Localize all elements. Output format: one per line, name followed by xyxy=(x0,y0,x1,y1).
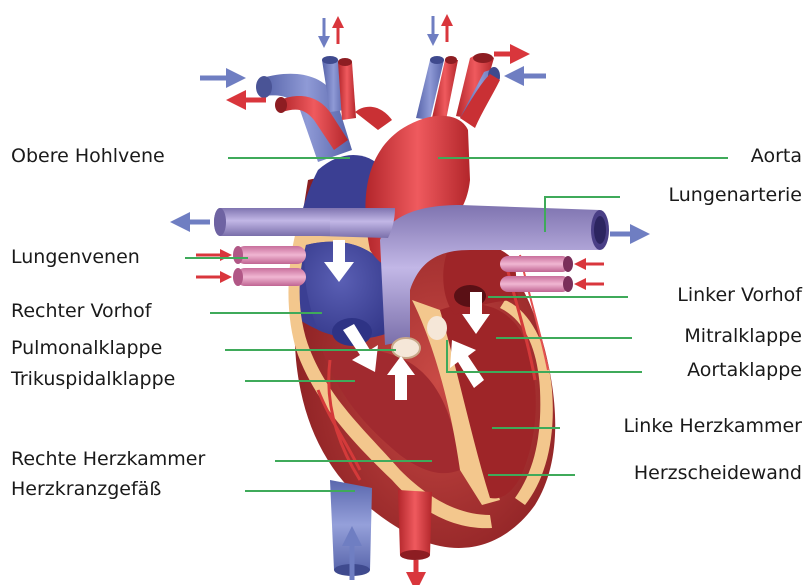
label-linke-herzkammer: Linke Herzkammer xyxy=(623,417,802,436)
label-herzkranzgefaess: Herzkranzgefäß xyxy=(11,480,161,499)
label-pulmonalklappe: Pulmonalklappe xyxy=(11,339,162,358)
label-mitralklappe: Mitralklappe xyxy=(684,327,802,346)
label-herzscheidewand: Herzscheidewand xyxy=(634,464,802,483)
label-lungenarterie: Lungenarterie xyxy=(668,186,802,205)
label-rechter-vorhof: Rechter Vorhof xyxy=(11,302,152,321)
label-aorta: Aorta xyxy=(751,147,802,166)
label-obere-hohlvene: Obere Hohlvene xyxy=(11,147,165,166)
label-rechte-herzkammer: Rechte Herzkammer xyxy=(11,450,205,469)
label-linker-vorhof: Linker Vorhof xyxy=(677,286,802,305)
label-trikuspidalklappe: Trikuspidalklappe xyxy=(11,370,175,389)
label-lungenvenen: Lungenvenen xyxy=(11,248,140,267)
label-aortaklappe: Aortaklappe xyxy=(687,361,802,380)
